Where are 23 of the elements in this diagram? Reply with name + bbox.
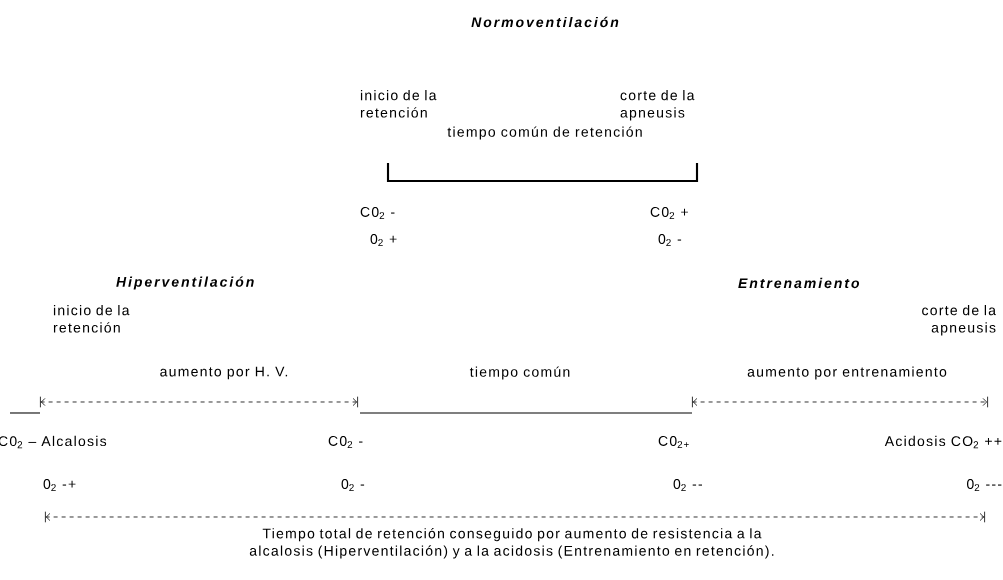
gas-level-label: C0$_{2}$ - [328,436,363,448]
gas-level-label: 0$_{2}$ - [341,479,365,491]
gas-level-label: 0$_{2}$ --- [967,479,1002,491]
annotation-text: aumento por H. V. [160,366,288,380]
gas-level-label: C0$_{2}$ - [360,207,395,219]
gas-level-label: C0$_{2+}$ [658,436,689,448]
annotation-text: tiempo común de retención [447,126,642,140]
title: Normoventilación [471,16,619,28]
annotation-text: corte de la apneusis [922,305,996,336]
annotation-text: inicio de la retención [53,305,130,333]
section-heading: Hiperventilación [116,276,254,290]
annotation-text: inicio de la retención [360,90,437,118]
section-heading: Entrenamiento [738,277,860,289]
caption: Tiempo total de retención conseguido por aumento de resistencia a la alcalosis (Hiperventilación) y a la acidosis (Entrenamiento en retención). [249,528,774,559]
gas-level-label: Acidosis CO$_{2}$ ++ [884,435,1002,449]
gas-level-label: 0$_{2}$ -- [673,479,702,491]
annotation-text: corte de la apneusis [620,90,695,121]
gas-level-label: 0$_{2}$ - [658,234,682,246]
gas-level-label: 0$_{2}$ + [370,234,397,246]
gas-level-label: 0$_{2}$ -+ [43,479,76,491]
annotation-text: tiempo común [469,366,570,380]
gas-level-label: C0$_{2}$ + [650,207,688,219]
annotation-text: aumento por entrenamiento [747,366,947,380]
